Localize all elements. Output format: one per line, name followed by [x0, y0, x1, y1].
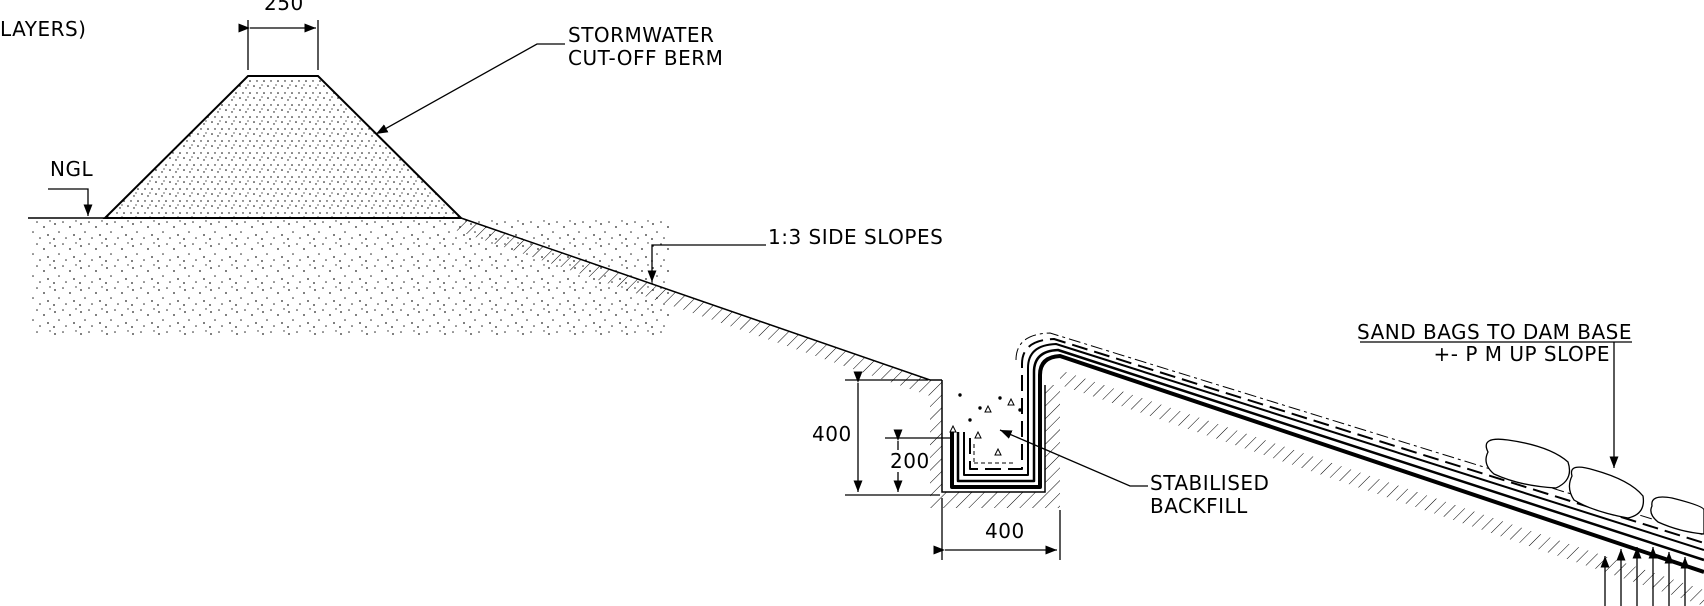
- sand-bags-label-line2: +- P M UP SLOPE: [1433, 342, 1610, 366]
- backfill-leader: [999, 429, 1148, 487]
- side-slopes-label: 1:3 SIDE SLOPES: [768, 225, 944, 249]
- liner-layers: [950, 332, 1704, 574]
- sand-bag-1: [1485, 438, 1571, 489]
- top-width-dimension: [238, 20, 319, 70]
- ngl-leader: [48, 188, 93, 216]
- backfill-label-line1: STABILISED: [1150, 471, 1270, 495]
- depth-400-label: 400: [812, 422, 852, 446]
- layers-label: LAYERS): [0, 17, 87, 41]
- trench-hatch: [930, 380, 1060, 508]
- sand-bag-3: [1650, 496, 1704, 535]
- top-width-label: 250: [264, 0, 304, 15]
- ngl-label: NGL: [50, 157, 94, 181]
- side-slopes-leader: [647, 244, 766, 282]
- ground-fill: [30, 218, 670, 335]
- width-400-dimension: [933, 498, 1061, 560]
- dam-slope-hatch: [1060, 370, 1704, 606]
- sand-bags-leader: [1360, 341, 1632, 468]
- backfill-speckle: [949, 393, 1022, 456]
- width-400-label: 400: [985, 519, 1025, 543]
- side-slope-hatch: [455, 218, 930, 396]
- sand-bag-2: [1568, 466, 1645, 519]
- depth-200-label: 200: [890, 449, 930, 473]
- depth-400-dimension: [845, 371, 940, 496]
- trench-outline: [941, 380, 1046, 493]
- sand-bags: [1485, 438, 1704, 535]
- sand-bags-label-line1: SAND BAGS TO DAM BASE: [1357, 320, 1632, 344]
- berm-label-line1: STORMWATER: [568, 23, 715, 47]
- backfill-label-line2: BACKFILL: [1150, 494, 1248, 518]
- stormwater-berm: [102, 75, 464, 219]
- berm-leader: [375, 43, 565, 135]
- uplift-arrows: [1600, 547, 1690, 606]
- berm-label-line2: CUT-OFF BERM: [568, 46, 724, 70]
